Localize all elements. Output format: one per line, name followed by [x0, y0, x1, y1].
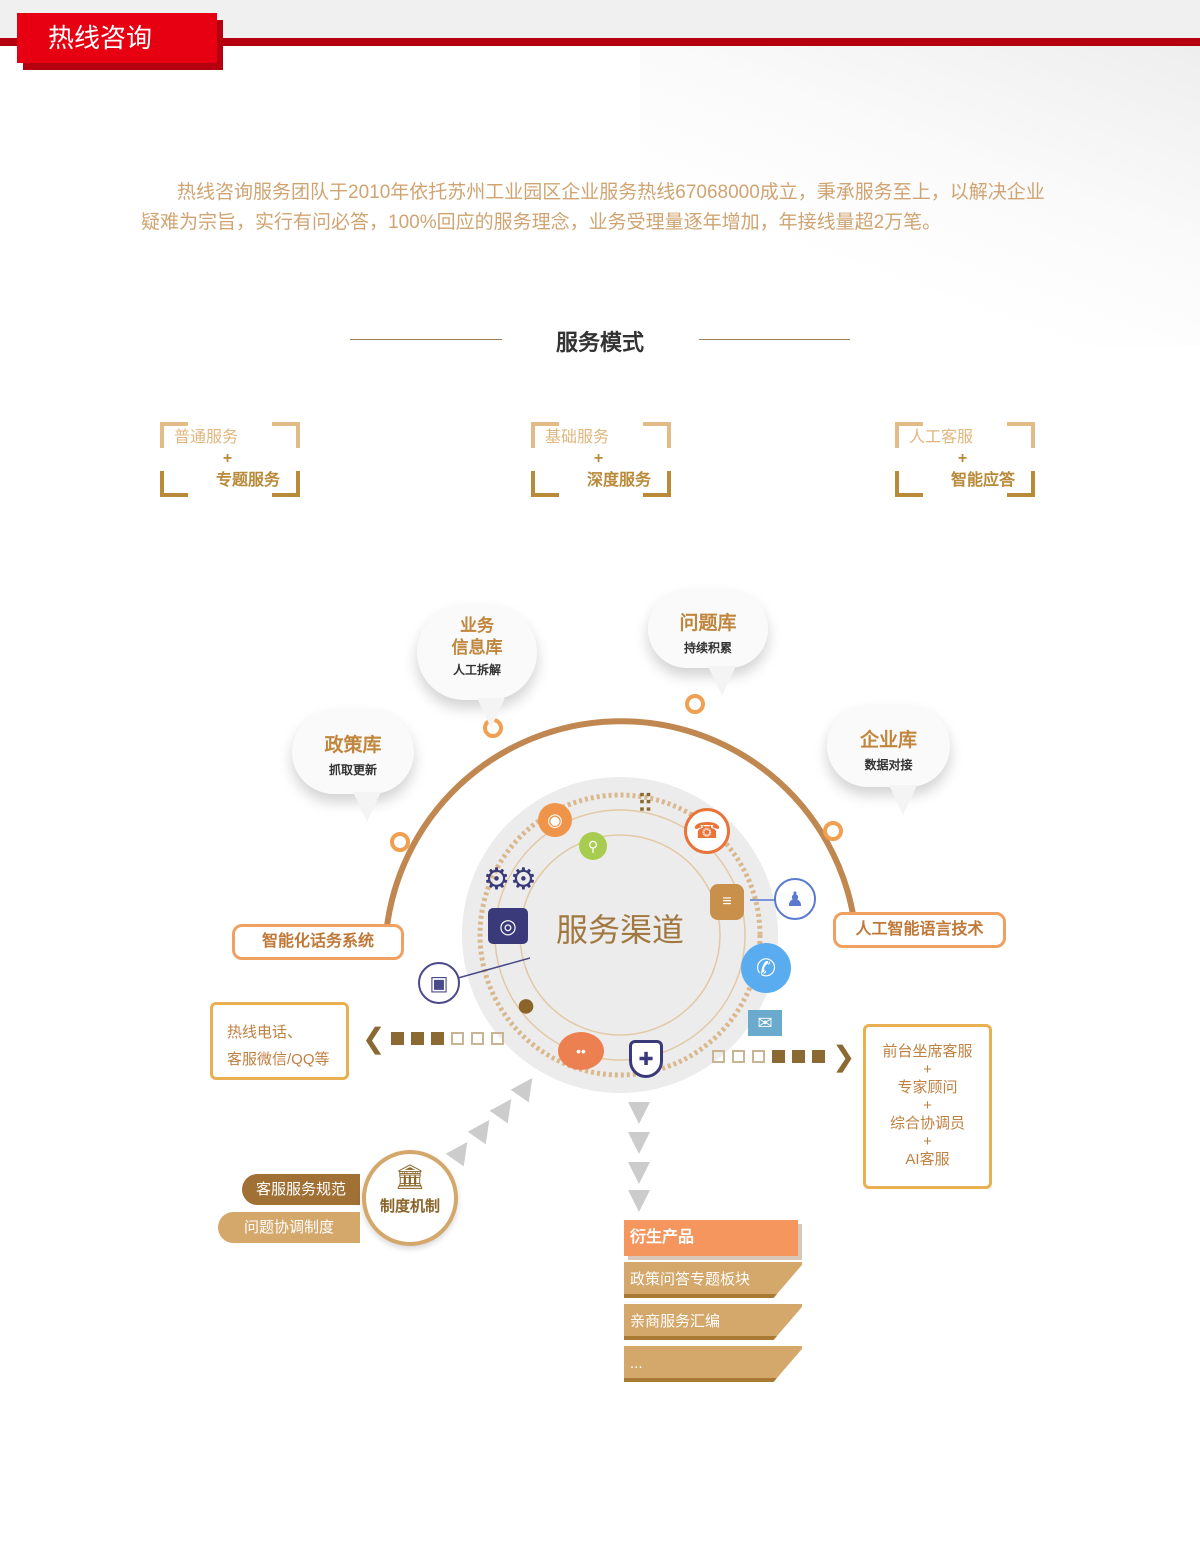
divider-left	[350, 339, 502, 340]
channel-text: 客服微信/QQ等	[227, 1051, 330, 1068]
staff-plus: +	[923, 1097, 932, 1114]
channel-text: 热线电话、	[227, 1024, 303, 1041]
staff-plus: +	[923, 1133, 932, 1150]
weibo-icon: ◉	[538, 803, 572, 837]
staff-text: AI客服	[905, 1151, 950, 1168]
telephone-icon: ☎	[684, 808, 730, 854]
cloud-business: 业务 信息库 人工拆解	[417, 605, 537, 728]
staff-text: 专家顾问	[897, 1079, 958, 1096]
arrow-down-icon	[628, 1190, 650, 1212]
cloud-questions: 问题库 持续积累	[648, 590, 768, 696]
mode-2: 基础服务 + 深度服务	[531, 422, 671, 497]
divider-right	[699, 339, 850, 340]
product-item: ...	[624, 1346, 802, 1382]
location-icon: ⚲	[579, 832, 607, 860]
staff-text: 前台坐席客服	[882, 1043, 973, 1060]
globe	[462, 777, 778, 1093]
product-item: 亲商服务汇编	[624, 1304, 802, 1340]
products-title: 衍生产品	[624, 1220, 798, 1256]
cloud-sub: 数据对接	[864, 758, 913, 772]
cloud-enterprise: 企业库 数据对接	[827, 705, 950, 815]
product-item: 政策问答专题板块	[624, 1262, 802, 1298]
section-title: 服务模式	[555, 330, 644, 355]
mode-bottom: 深度服务	[586, 472, 651, 489]
camera-icon: ◎	[488, 908, 528, 944]
cloud-title: 企业库	[859, 730, 917, 751]
arrow-down-icon	[628, 1132, 650, 1154]
staff-text: 综合协调员	[889, 1115, 965, 1132]
arrow-right: ❯	[712, 1040, 855, 1073]
page-title: 热线咨询	[17, 13, 217, 63]
database-icon: ≡	[710, 884, 744, 920]
mode-1: 普通服务 + 专题服务	[160, 422, 300, 497]
mail-icon: ✉	[748, 1010, 782, 1036]
cloud-title: 业务	[460, 616, 494, 635]
mode-bottom: 智能应答	[950, 472, 1015, 489]
channels-box: 热线电话、 客服微信/QQ等	[210, 1002, 349, 1080]
intro-paragraph: 热线咨询服务团队于2010年依托苏州工业园区企业服务热线67068000成立，秉…	[141, 182, 1045, 233]
cloud-sub: 持续积累	[683, 641, 732, 655]
arrow-down-icon	[628, 1162, 650, 1184]
staff-box: 前台坐席客服 + 专家顾问 + 综合协调员 + AI客服	[863, 1024, 992, 1189]
cloud-policy: 政策库 抓取更新	[292, 710, 414, 822]
mode-plus: +	[593, 450, 604, 467]
shield-icon: ✚	[629, 1040, 663, 1078]
center-label: 服务渠道	[555, 912, 684, 948]
mode-top: 基础服务	[545, 429, 610, 446]
mode-bottom: 专题服务	[215, 472, 280, 489]
phone-icon: ✆	[741, 943, 791, 993]
arrow-left: ❮	[362, 1022, 511, 1055]
mode-top: 普通服务	[174, 429, 239, 446]
wechat-icon: ••	[558, 1032, 604, 1070]
mode-plus: +	[957, 450, 968, 467]
mode-3: 人工客服 + 智能应答	[895, 422, 1035, 497]
qq-icon: ♟	[774, 878, 816, 920]
mechanism-circle: 🏛 制度机制	[362, 1150, 458, 1246]
staff-plus: +	[923, 1061, 932, 1078]
bank-icon: 🏛	[394, 1164, 426, 1191]
mode-plus: +	[222, 450, 233, 467]
smart-call-system-label: 智能化话务系统	[232, 924, 404, 960]
cloud-title: 信息库	[451, 638, 503, 657]
pill-service-standard: 客服服务规范	[242, 1174, 360, 1205]
cloud-title: 政策库	[324, 735, 382, 756]
ai-language-label: 人工智能语言技术	[833, 912, 1006, 948]
person-icon: ●	[515, 985, 537, 1024]
pill-coordination: 问题协调制度	[218, 1212, 360, 1243]
arrow-down-icon	[628, 1102, 650, 1124]
cloud-sub: 人工拆解	[452, 663, 501, 677]
mode-top: 人工客服	[909, 429, 974, 446]
chart-icon: ⫶⫶	[638, 788, 652, 818]
cloud-sub: 抓取更新	[328, 763, 377, 777]
mechanism-title: 制度机制	[379, 1198, 440, 1215]
background-decoration	[640, 46, 1200, 346]
arrow-up-icon	[445, 1135, 477, 1167]
header-line	[0, 38, 1200, 46]
monitor-icon: ▣	[418, 962, 460, 1004]
arc	[383, 718, 857, 936]
cloud-title: 问题库	[679, 613, 737, 634]
gears-icon: ⚙⚙	[483, 862, 537, 896]
